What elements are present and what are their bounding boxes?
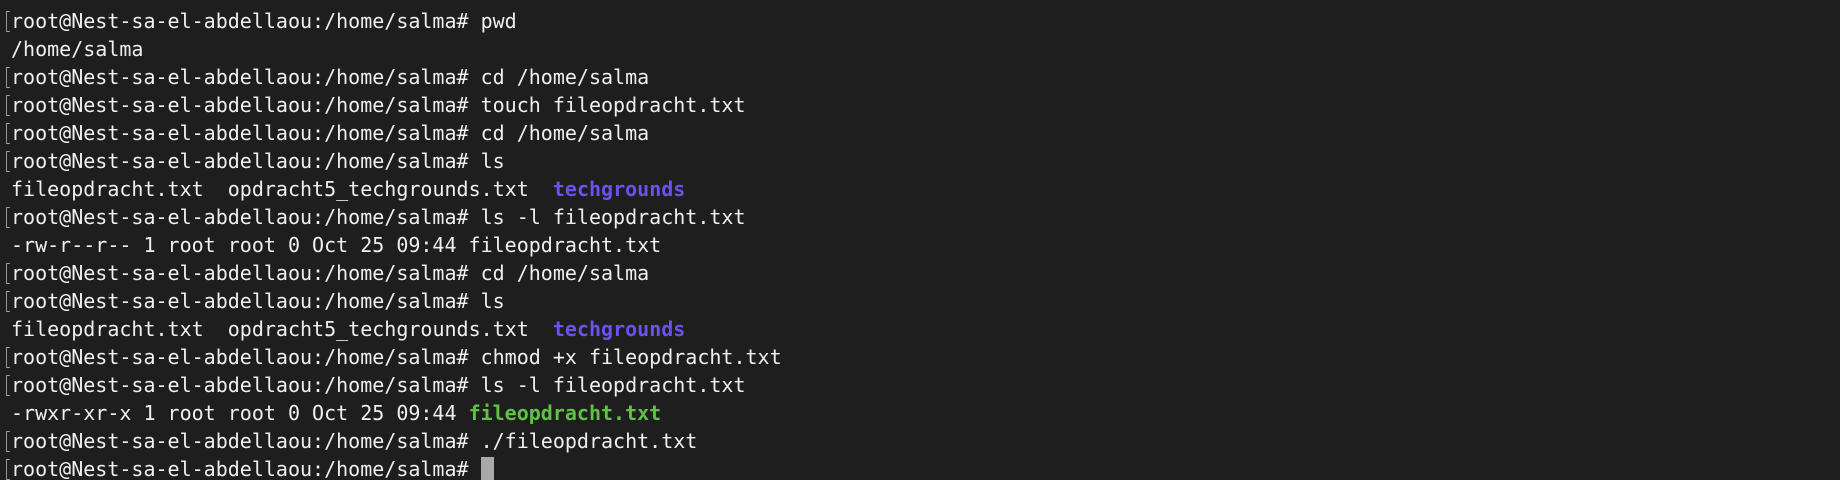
command-text: cd /home/salma: [468, 65, 650, 89]
text-cursor[interactable]: [480, 457, 494, 480]
command-text: pwd: [468, 9, 517, 33]
prompt-marker: [6, 67, 10, 88]
output-text: -rw-r--r-- 1 root root 0 Oct 25 09:44 fi…: [11, 233, 662, 257]
prompt-line: root@Nest-sa-el-abdellaou:/home/salma# p…: [6, 7, 1840, 35]
prompt-text: root@Nest-sa-el-abdellaou:/home/salma#: [11, 345, 469, 369]
file-entry: opdracht5_techgrounds.txt: [227, 317, 529, 341]
terminal-output: root@Nest-sa-el-abdellaou:/home/salma# p…: [6, 7, 1840, 480]
command-text: chmod +x fileopdracht.txt: [468, 345, 782, 369]
prompt-text: root@Nest-sa-el-abdellaou:/home/salma#: [11, 205, 469, 229]
prompt-line: root@Nest-sa-el-abdellaou:/home/salma# l…: [6, 287, 1840, 315]
command-text: cd /home/salma: [468, 121, 650, 145]
prompt-line: root@Nest-sa-el-abdellaou:/home/salma# c…: [6, 63, 1840, 91]
prompt-marker: [6, 375, 10, 396]
prompt-marker: [6, 123, 10, 144]
file-entry: fileopdracht.txt: [11, 317, 204, 341]
ls-long-output-line: -rwxr-xr-x 1 root root 0 Oct 25 09:44 fi…: [6, 399, 1840, 427]
prompt-line: root@Nest-sa-el-abdellaou:/home/salma# t…: [6, 91, 1840, 119]
prompt-text: root@Nest-sa-el-abdellaou:/home/salma#: [11, 261, 469, 285]
prompt-marker: [6, 151, 10, 172]
command-text: ls: [468, 149, 505, 173]
directory-entry: techgrounds: [552, 177, 686, 201]
output-line: -rw-r--r-- 1 root root 0 Oct 25 09:44 fi…: [6, 231, 1840, 259]
prompt-line: root@Nest-sa-el-abdellaou:/home/salma# c…: [6, 119, 1840, 147]
prompt-marker: [6, 347, 10, 368]
command-text: cd /home/salma: [468, 261, 650, 285]
prompt-line: root@Nest-sa-el-abdellaou:/home/salma# c…: [6, 343, 1840, 371]
prompt-marker: [6, 263, 10, 284]
file-entry: fileopdracht.txt: [11, 177, 204, 201]
prompt-text: root@Nest-sa-el-abdellaou:/home/salma#: [11, 429, 469, 453]
prompt-line: root@Nest-sa-el-abdellaou:/home/salma#: [6, 455, 1840, 480]
prompt-line: root@Nest-sa-el-abdellaou:/home/salma# .…: [6, 427, 1840, 455]
prompt-text: root@Nest-sa-el-abdellaou:/home/salma#: [11, 373, 469, 397]
prompt-line: root@Nest-sa-el-abdellaou:/home/salma# l…: [6, 147, 1840, 175]
prompt-marker: [6, 95, 10, 116]
directory-entry: techgrounds: [552, 317, 686, 341]
prompt-marker: [6, 291, 10, 312]
ls-output-line: fileopdracht.txt opdracht5_techgrounds.t…: [6, 175, 1840, 203]
prompt-line: root@Nest-sa-el-abdellaou:/home/salma# l…: [6, 203, 1840, 231]
command-text: ls -l fileopdracht.txt: [468, 205, 746, 229]
prompt-marker: [6, 207, 10, 228]
file-entry: opdracht5_techgrounds.txt: [227, 177, 529, 201]
prompt-marker: [6, 431, 10, 452]
command-text: touch fileopdracht.txt: [468, 93, 746, 117]
command-text: ls: [468, 289, 505, 313]
prompt-text: root@Nest-sa-el-abdellaou:/home/salma#: [11, 457, 469, 480]
output-text: /home/salma: [11, 37, 144, 61]
command-text: ls -l fileopdracht.txt: [468, 373, 746, 397]
prompt-marker: [6, 459, 10, 480]
executable-file-entry: fileopdracht.txt: [468, 401, 662, 425]
prompt-text: root@Nest-sa-el-abdellaou:/home/salma#: [11, 9, 469, 33]
prompt-text: root@Nest-sa-el-abdellaou:/home/salma#: [11, 289, 469, 313]
prompt-text: root@Nest-sa-el-abdellaou:/home/salma#: [11, 65, 469, 89]
command-text: ./fileopdracht.txt: [468, 429, 698, 453]
prompt-line: root@Nest-sa-el-abdellaou:/home/salma# l…: [6, 371, 1840, 399]
prompt-text: root@Nest-sa-el-abdellaou:/home/salma#: [11, 121, 469, 145]
prompt-text: root@Nest-sa-el-abdellaou:/home/salma#: [11, 93, 469, 117]
prompt-marker: [6, 11, 10, 32]
ls-output-line: fileopdracht.txt opdracht5_techgrounds.t…: [6, 315, 1840, 343]
output-line: /home/salma: [6, 35, 1840, 63]
prompt-line: root@Nest-sa-el-abdellaou:/home/salma# c…: [6, 259, 1840, 287]
prompt-text: root@Nest-sa-el-abdellaou:/home/salma#: [11, 149, 469, 173]
file-metadata: -rwxr-xr-x 1 root root 0 Oct 25 09:44: [11, 401, 469, 425]
